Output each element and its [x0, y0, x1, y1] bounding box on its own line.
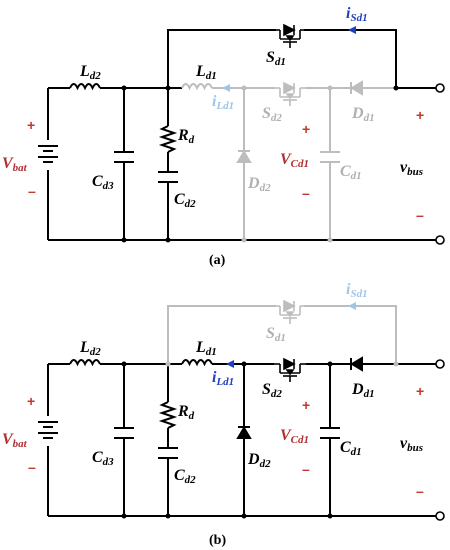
capacitor-cd1 [320, 151, 340, 163]
label-cd3: Cd3 [92, 449, 114, 468]
diode-dd2 [236, 426, 252, 439]
capacitor-cd3 [114, 151, 134, 163]
label-vbus: vbus [400, 435, 423, 454]
panel-b: Ld2 Ld1 Sd1 Sd2 Dd1 Dd2 Cd1 Cd3 Cd2 Rd V… [2, 281, 445, 548]
terminals [435, 83, 445, 245]
label-cd1: Cd1 [340, 439, 362, 458]
label-vcd1: VCd1 [280, 151, 309, 170]
label-ld1: Ld1 [195, 63, 217, 82]
current-arrow-ild1 [222, 84, 230, 92]
vbat-plus: + [27, 117, 35, 133]
label-ld2: Ld2 [79, 63, 101, 82]
inductor-ld2 [69, 359, 101, 367]
current-arrow-ild1 [226, 360, 234, 368]
vcd1-minus: – [302, 185, 310, 201]
inductor-ld1 [181, 359, 213, 367]
capacitor-cd2 [158, 171, 178, 183]
active-wiring [47, 363, 440, 517]
label-rd: Rd [177, 403, 195, 422]
vbat-minus: – [28, 183, 36, 199]
vbus-minus: – [416, 207, 424, 223]
label-sd2: Sd2 [262, 381, 282, 400]
resistor-rd [158, 125, 178, 153]
caption-a: (a) [209, 253, 226, 268]
capacitor-cd1 [320, 427, 340, 439]
label-ild1: iLd1 [212, 93, 234, 112]
switch-sd2 [274, 81, 306, 106]
inductor-ld2 [69, 83, 101, 91]
label-isd1: iSd1 [346, 281, 368, 300]
label-rd: Rd [177, 127, 195, 146]
nodes [121, 85, 399, 243]
vcd1-plus: + [302, 397, 310, 413]
label-vbat: Vbat [2, 431, 28, 450]
current-arrow-isd1 [348, 26, 356, 34]
label-ild1: iLd1 [212, 369, 234, 388]
label-cd1: Cd1 [340, 163, 362, 182]
label-isd1: iSd1 [346, 5, 368, 24]
label-vcd1: VCd1 [280, 427, 309, 446]
switch-sd1 [276, 23, 304, 48]
vcd1-minus: – [302, 461, 310, 477]
label-sd1: Sd1 [266, 49, 286, 68]
label-ld1: Ld1 [195, 339, 217, 358]
label-dd1: Dd1 [351, 381, 375, 400]
battery-symbol [36, 416, 60, 446]
vbus-minus: – [416, 483, 424, 499]
nodes [121, 361, 399, 519]
label-dd2: Dd2 [247, 451, 271, 470]
label-vbus: vbus [400, 159, 423, 178]
caption-b: (b) [209, 533, 226, 548]
label-dd2: Dd2 [247, 175, 271, 194]
diode-dd1 [350, 80, 363, 96]
label-vbat: Vbat [2, 155, 28, 174]
label-dd1: Dd1 [351, 105, 375, 124]
switch-sd1 [276, 299, 304, 324]
diode-dd1 [350, 356, 363, 372]
component-labels: Ld2 Ld1 Sd1 Sd2 Dd1 Dd2 Cd1 Cd3 Cd2 Rd V… [2, 281, 423, 486]
capacitor-cd2 [158, 447, 178, 459]
current-arrow-isd1 [348, 302, 356, 310]
label-sd1: Sd1 [266, 325, 286, 344]
polarity-signs: + – + – + – [27, 107, 424, 223]
vbus-plus: + [416, 383, 424, 399]
capacitor-cd3 [114, 427, 134, 439]
vbat-plus: + [27, 393, 35, 409]
vbat-minus: – [28, 459, 36, 475]
battery-symbol [36, 140, 60, 170]
switch-sd2 [274, 357, 306, 382]
terminals [435, 359, 445, 521]
vcd1-plus: + [302, 121, 310, 137]
label-cd2: Cd2 [174, 191, 196, 210]
diode-dd2 [236, 150, 252, 163]
label-cd3: Cd3 [92, 173, 114, 192]
vbus-plus: + [416, 107, 424, 123]
label-cd2: Cd2 [174, 467, 196, 486]
label-ld2: Ld2 [79, 339, 101, 358]
label-sd2: Sd2 [262, 105, 282, 124]
resistor-rd [158, 401, 178, 429]
component-labels: Ld2 Ld1 Sd1 Sd2 Dd1 Dd2 Cd1 Cd3 Cd2 Rd V… [2, 5, 423, 210]
polarity-signs: + – + – + – [27, 383, 424, 499]
inductor-ld1 [181, 83, 213, 91]
inactive-wiring [167, 305, 397, 364]
panel-a: Ld2 Ld1 Sd1 Sd2 Dd1 Dd2 Cd1 Cd3 Cd2 Rd V… [2, 5, 445, 268]
